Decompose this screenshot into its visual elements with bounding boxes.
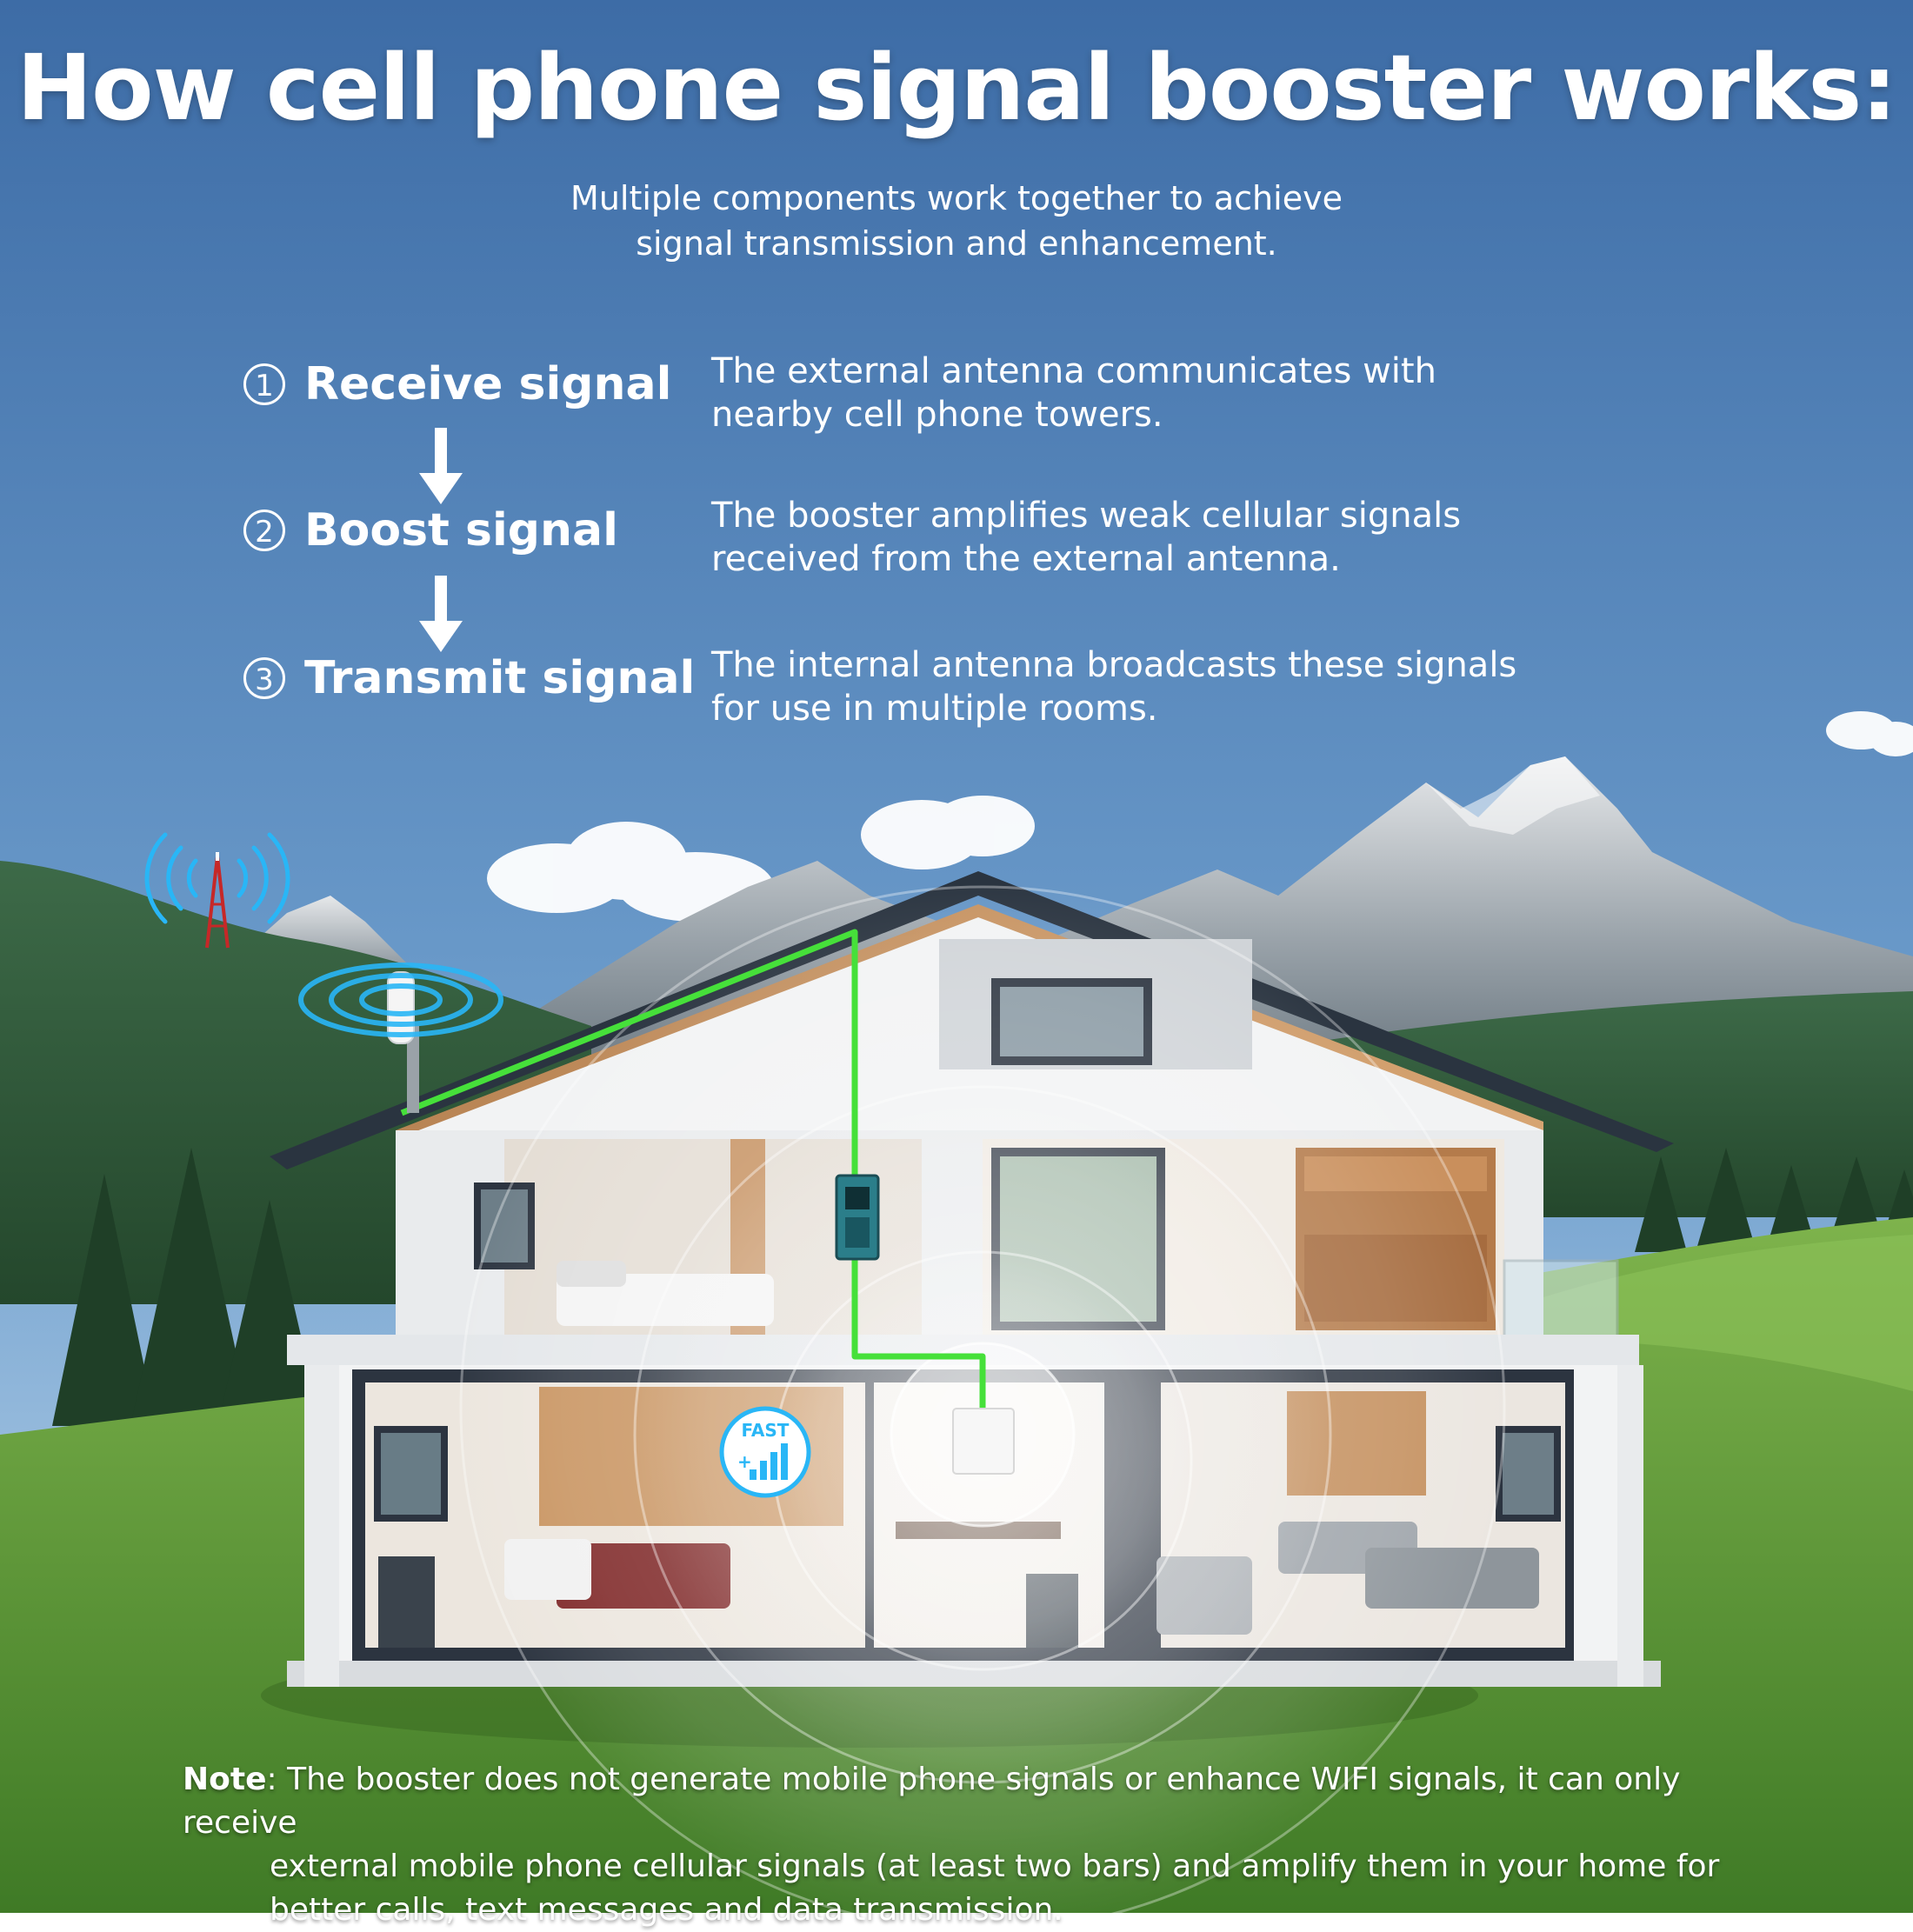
step-3-description-line-1: The internal antenna broadcasts these si… xyxy=(711,645,1517,685)
page-title: How cell phone signal booster works: xyxy=(17,35,1897,141)
step-2-label: 2 Boost signal xyxy=(243,504,618,556)
step-1-number: 1 xyxy=(243,363,285,405)
step-2-description-line-2: received from the external antenna. xyxy=(711,539,1341,579)
subtitle-line-2: signal transmission and enhancement. xyxy=(636,224,1277,263)
fast-badge-label: FAST xyxy=(742,1420,790,1441)
step-3-number: 3 xyxy=(243,657,285,699)
cell-tower xyxy=(144,832,290,949)
subtitle-line-1: Multiple components work together to ach… xyxy=(570,179,1343,217)
step-3-title: Transmit signal xyxy=(304,652,696,704)
step-2-description-line-1: The booster amplifies weak cellular sign… xyxy=(711,496,1462,536)
step-1-title: Receive signal xyxy=(304,358,672,410)
step-2-title: Boost signal xyxy=(304,504,618,556)
step-3-label: 3 Transmit signal xyxy=(243,652,695,704)
step-2-number: 2 xyxy=(243,510,285,551)
page-subtitle: Multiple components work together to ach… xyxy=(0,176,1913,266)
note-label: Note xyxy=(183,1762,267,1797)
step-1-label: 1 Receive signal xyxy=(243,358,671,410)
step-arrow-down-icon xyxy=(419,576,463,652)
indoor-antenna xyxy=(952,1408,1015,1475)
footer-note: Note: The booster does not generate mobi… xyxy=(183,1758,1748,1932)
cloud-group xyxy=(487,711,1913,922)
outdoor-antenna xyxy=(298,963,503,1113)
step-3-description-line-2: for use in multiple rooms. xyxy=(711,689,1158,729)
step-1-description-line-1: The external antenna communicates with xyxy=(711,351,1436,391)
coax-cable xyxy=(400,929,986,1409)
step-1-description-line-2: nearby cell phone towers. xyxy=(711,395,1163,435)
fast-signal-badge: FAST + xyxy=(719,1406,811,1498)
note-continuation: external mobile phone cellular signals (… xyxy=(270,1849,1720,1928)
step-3-description: The internal antenna broadcasts these si… xyxy=(711,643,1581,730)
step-1-description: The external antenna communicates with n… xyxy=(711,350,1581,436)
svg-text:+: + xyxy=(737,1451,752,1472)
signal-booster-unit xyxy=(835,1174,880,1261)
step-2-description: The booster amplifies weak cellular sign… xyxy=(711,494,1581,581)
step-arrow-down-icon xyxy=(419,428,463,504)
note-first-line: : The booster does not generate mobile p… xyxy=(183,1762,1681,1841)
